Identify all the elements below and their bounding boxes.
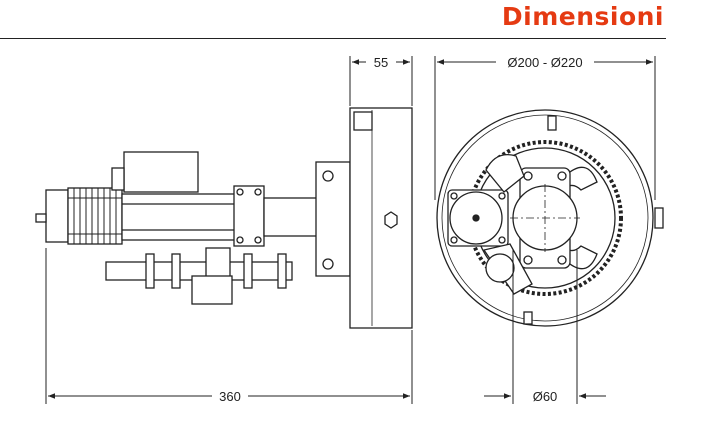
page-title: Dimensioni <box>501 2 664 31</box>
side-screw <box>654 207 664 229</box>
header-rule <box>0 38 666 39</box>
side-view <box>35 107 413 329</box>
flange-plate <box>349 107 413 329</box>
terminal-box-bracket <box>111 167 125 191</box>
dim-flange-width: 55 <box>374 55 388 70</box>
arm-link-upper <box>485 153 525 193</box>
cam-4 <box>277 253 287 289</box>
flange-hex-top <box>353 111 373 131</box>
center-lines <box>510 184 580 252</box>
motor-body <box>67 187 123 245</box>
dim-drum-diameter: Ø200 - Ø220 <box>507 55 582 70</box>
dim-total-length: 360 <box>219 389 241 404</box>
terminal-box <box>123 151 199 193</box>
side-view-dimensions <box>45 56 413 404</box>
shaft-tube <box>263 197 319 237</box>
motor-shaft-stub <box>35 213 47 223</box>
dim-shaft-diameter: Ø60 <box>533 389 558 404</box>
bottom-bolt <box>523 311 533 325</box>
cam-1 <box>145 253 155 289</box>
limit-switch-box <box>191 275 233 305</box>
flange-center-nut <box>384 211 398 229</box>
cam-2 <box>171 253 181 289</box>
top-bolt <box>547 115 557 131</box>
limit-cam-disc <box>485 253 515 283</box>
bearing-bracket <box>315 161 351 277</box>
gearbox-housing <box>121 193 241 241</box>
cam-3 <box>243 253 253 289</box>
motor-fins <box>68 188 122 244</box>
gearbox-coupling <box>233 185 265 247</box>
motor-end-cap <box>45 189 69 243</box>
front-view-dimensions <box>434 56 656 404</box>
